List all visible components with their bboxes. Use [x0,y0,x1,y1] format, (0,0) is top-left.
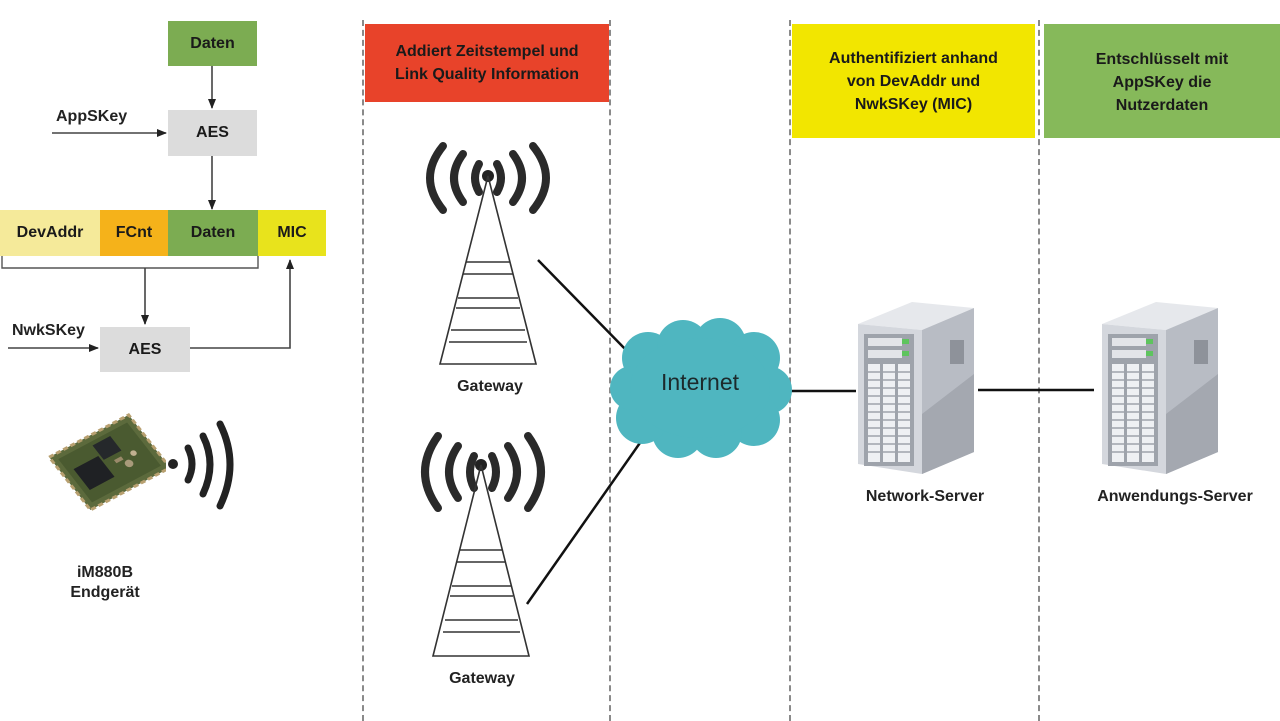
link-gateway1-internet [537,259,629,353]
appskey-label: AppSKey [56,108,128,125]
gateway1-label: Gateway [457,378,523,395]
gateway-header-line2: Link Quality Information [394,66,579,83]
network-header-line2: von DevAddr und [846,72,981,90]
internet-label: Internet [661,369,739,395]
network-header-line1: Authentifiziert anhand [829,49,998,67]
network-server-label: Network-Server [865,488,985,505]
frame-devaddr: DevAddr [0,210,100,256]
network-server-icon [858,302,974,474]
gateway-header-line1: Addiert Zeitstempel und [395,43,579,60]
frame-daten: Daten [168,210,258,256]
application-server-icon [1102,302,1218,474]
device-role: Endgerät [70,584,140,601]
im880b-module-icon [46,413,166,512]
link-gateway2-internet [525,439,644,605]
nwkskey-label: NwkSKey [12,322,85,339]
column-divider-gateway-right [609,20,611,721]
gateway2-label: Gateway [449,670,515,687]
app-header-line3: Nutzerdaten [1115,97,1209,114]
wireless-signal-icon [168,420,234,510]
internet-cloud-icon [610,318,792,458]
bracket-devaddr-to-daten [1,256,259,269]
arrow-aes-to-mic [190,259,294,349]
frame-mic: MIC [258,210,326,256]
frame-fcnt: FCnt [100,210,168,256]
aes-box-top: AES [168,110,257,156]
app-header-line1: Entschlüsselt mit [1095,51,1229,68]
network-header-line3: NwkSKey (MIC) [854,95,973,113]
column-divider-gateway-left [362,20,364,721]
application-server-label: Anwendungs-Server [1097,488,1253,505]
network-server-column-header: Authentifiziert anhand von DevAddr und N… [792,24,1035,138]
gateway-tower-icon [421,432,545,657]
column-divider-network-left [789,20,791,721]
aes-box-bottom: AES [100,327,190,372]
gateway-tower-icon [426,142,550,365]
app-server-column-header: Entschlüsselt mit AppSKey die Nutzerdate… [1044,24,1280,138]
gateway-column-header: Addiert Zeitstempel und Link Quality Inf… [365,24,609,102]
daten-box-top: Daten [168,21,257,66]
column-divider-network-right [1038,20,1040,721]
app-header-line2: AppSKey die [1112,74,1212,91]
device-name: iM880B [76,564,134,581]
lorawan-frame: DevAddr FCnt Daten MIC [0,210,326,256]
